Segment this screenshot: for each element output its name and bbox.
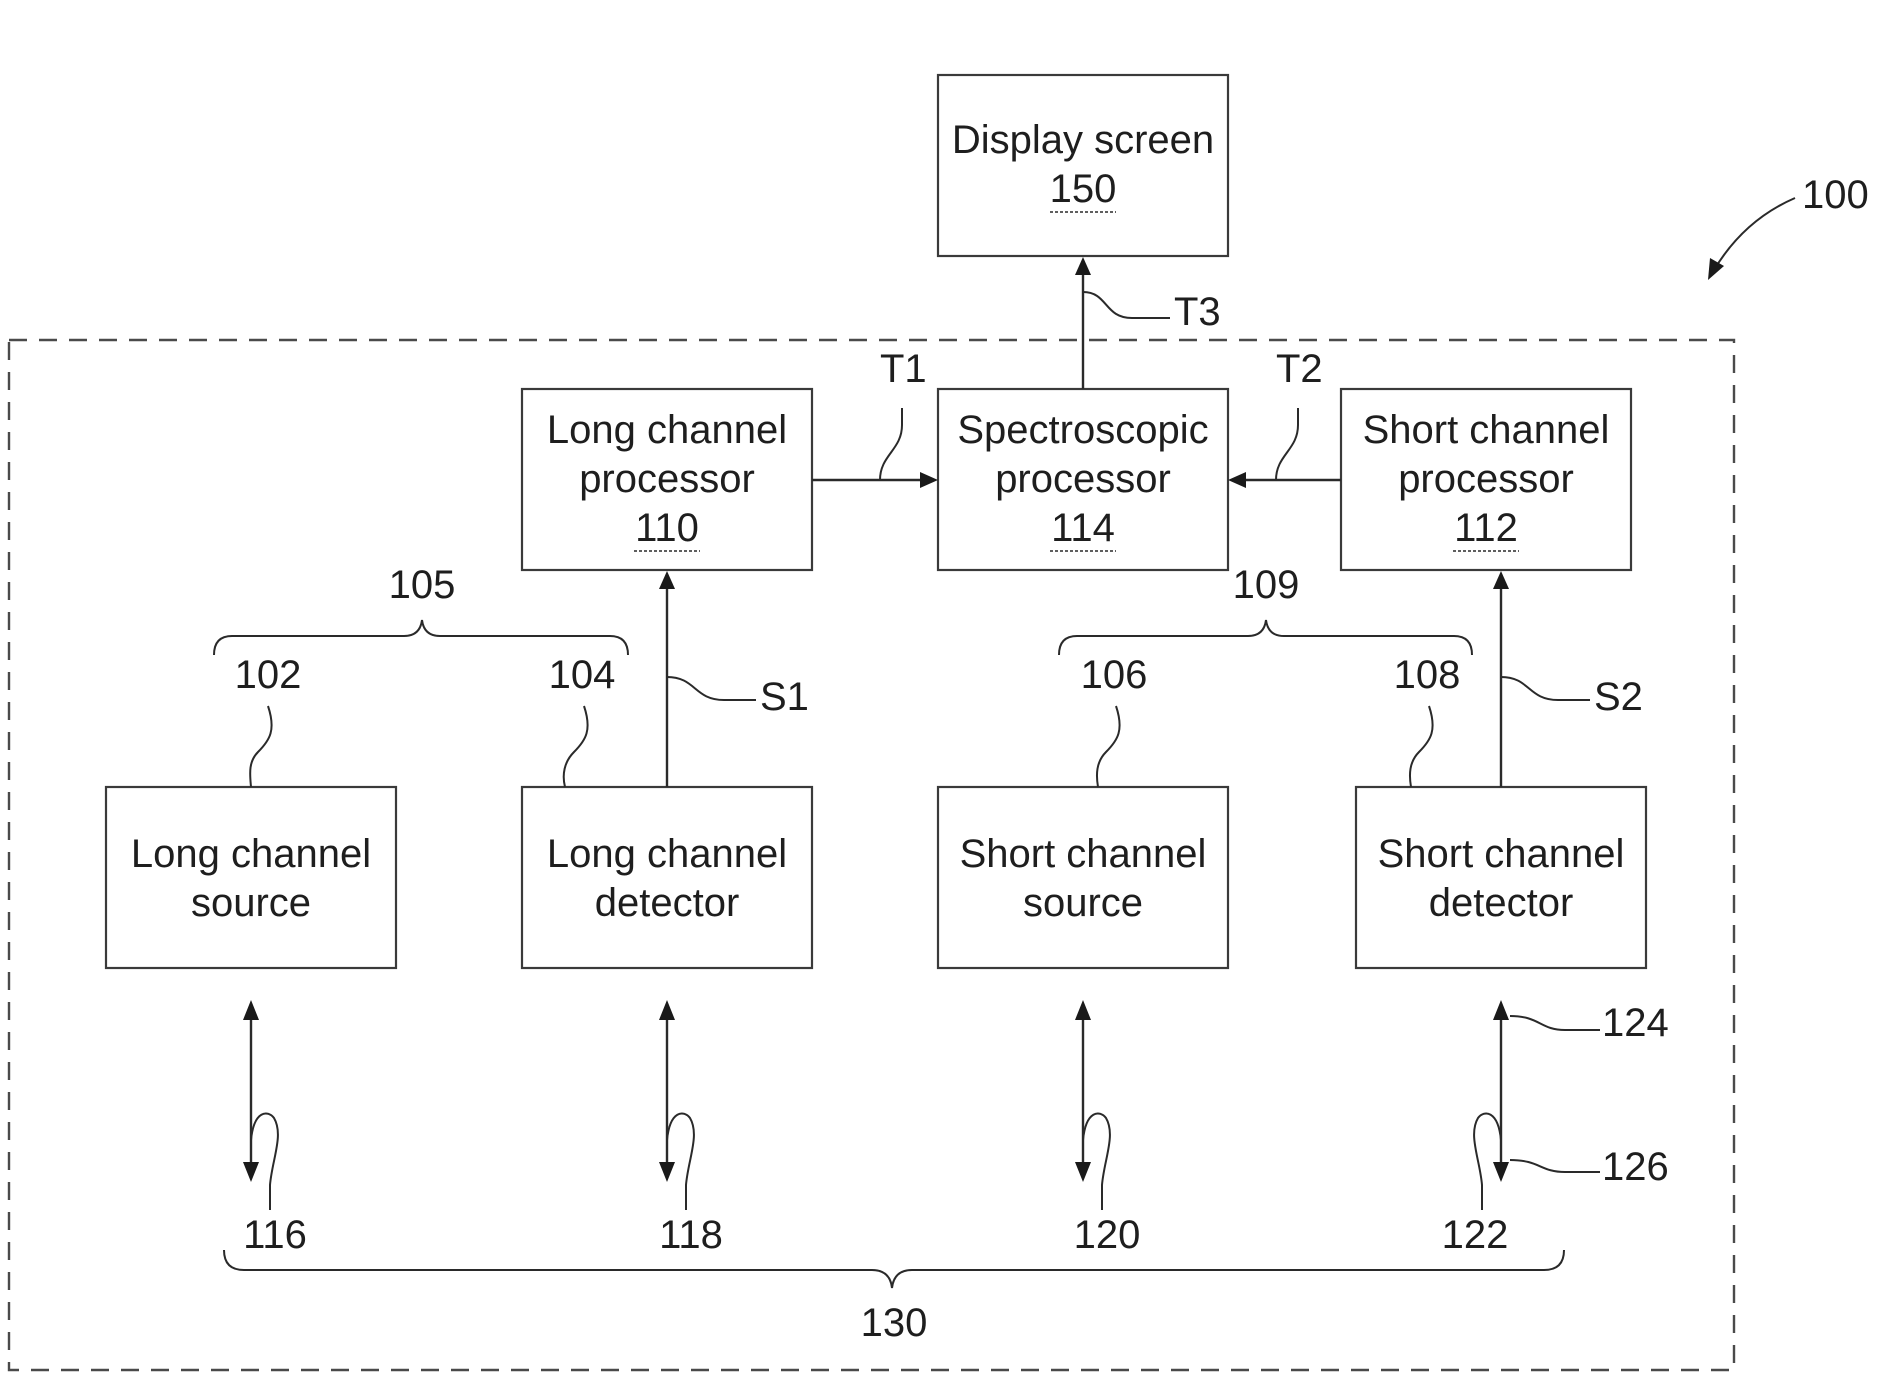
short-channel-source-line1: Short channel <box>960 832 1207 876</box>
brace-105: 105 <box>214 563 628 655</box>
signal-s2-label: S2 <box>1594 675 1643 719</box>
long-channel-detector-line1: Long channel <box>547 832 787 876</box>
ref-106-leader: 106 <box>1081 653 1148 787</box>
ref-120-label: 120 <box>1074 1213 1141 1257</box>
ref-124-leader: 124 <box>1510 1001 1669 1045</box>
ref-104-label: 104 <box>549 653 616 697</box>
short-channel-processor-block: Short channel processor 112 <box>1341 389 1631 570</box>
ref-102-leader: 102 <box>235 653 302 787</box>
short-channel-processor-number: 112 <box>1454 506 1518 550</box>
long-channel-processor-block: Long channel processor 110 <box>522 389 812 570</box>
system-ref-130-label: 130 <box>861 1301 928 1345</box>
display-screen-title: Display screen <box>952 118 1214 162</box>
ref-118-label: 118 <box>659 1213 723 1257</box>
optical-path-118: 118 <box>659 1000 723 1257</box>
signal-s1-arrow: S1 <box>659 571 809 787</box>
long-channel-source-line1: Long channel <box>131 832 371 876</box>
ref-126-leader: 126 <box>1510 1145 1669 1189</box>
signal-s2-arrow: S2 <box>1493 571 1643 787</box>
signal-t3-label: T3 <box>1174 290 1221 334</box>
display-screen-number: 150 <box>1050 167 1117 211</box>
brace-109: 109 <box>1059 563 1472 655</box>
ref-116-label: 116 <box>243 1213 307 1257</box>
long-channel-source-line2: source <box>191 881 311 925</box>
spectroscopic-processor-block: Spectroscopic processor 114 <box>938 389 1228 570</box>
ref-108-leader: 108 <box>1394 653 1461 787</box>
ref-106-label: 106 <box>1081 653 1148 697</box>
ref-122-label: 122 <box>1442 1213 1509 1257</box>
ref-104-leader: 104 <box>549 653 616 787</box>
optical-path-122: 122 <box>1442 1000 1509 1257</box>
figure-ref-100: 100 <box>1708 173 1869 280</box>
optical-path-116: 116 <box>243 1000 307 1257</box>
long-channel-detector-block: Long channel detector <box>522 787 812 968</box>
signal-t1-label: T1 <box>880 347 927 391</box>
signal-t3-arrow: T3 <box>1075 257 1221 389</box>
long-channel-processor-line2: processor <box>579 457 755 501</box>
short-channel-source-line2: source <box>1023 881 1143 925</box>
optical-path-120: 120 <box>1074 1000 1141 1257</box>
display-screen-block: Display screen 150 <box>938 75 1228 256</box>
ref-124-label: 124 <box>1602 1001 1669 1045</box>
signal-t2-label: T2 <box>1276 347 1323 391</box>
brace-130: 130 <box>224 1250 1564 1345</box>
spectroscopic-processor-line2: processor <box>995 457 1171 501</box>
spectroscopic-processor-line1: Spectroscopic <box>957 408 1208 452</box>
long-channel-detector-line2: detector <box>595 881 740 925</box>
short-channel-detector-line2: detector <box>1429 881 1574 925</box>
short-channel-processor-line2: processor <box>1398 457 1574 501</box>
ref-109-label: 109 <box>1233 563 1300 607</box>
short-channel-detector-block: Short channel detector <box>1356 787 1646 968</box>
ref-108-label: 108 <box>1394 653 1461 697</box>
signal-s1-label: S1 <box>760 675 809 719</box>
long-channel-processor-number: 110 <box>635 506 699 550</box>
ref-102-label: 102 <box>235 653 302 697</box>
signal-t2-arrow: T2 <box>1228 347 1341 488</box>
short-channel-processor-line1: Short channel <box>1363 408 1610 452</box>
long-channel-source-block: Long channel source <box>106 787 396 968</box>
spectroscopic-processor-number: 114 <box>1051 506 1115 550</box>
figure-number-label: 100 <box>1802 173 1869 217</box>
ref-105-label: 105 <box>389 563 456 607</box>
short-channel-detector-line1: Short channel <box>1378 832 1625 876</box>
signal-t1-arrow: T1 <box>812 347 938 488</box>
ref-126-label: 126 <box>1602 1145 1669 1189</box>
short-channel-source-block: Short channel source <box>938 787 1228 968</box>
long-channel-processor-line1: Long channel <box>547 408 787 452</box>
